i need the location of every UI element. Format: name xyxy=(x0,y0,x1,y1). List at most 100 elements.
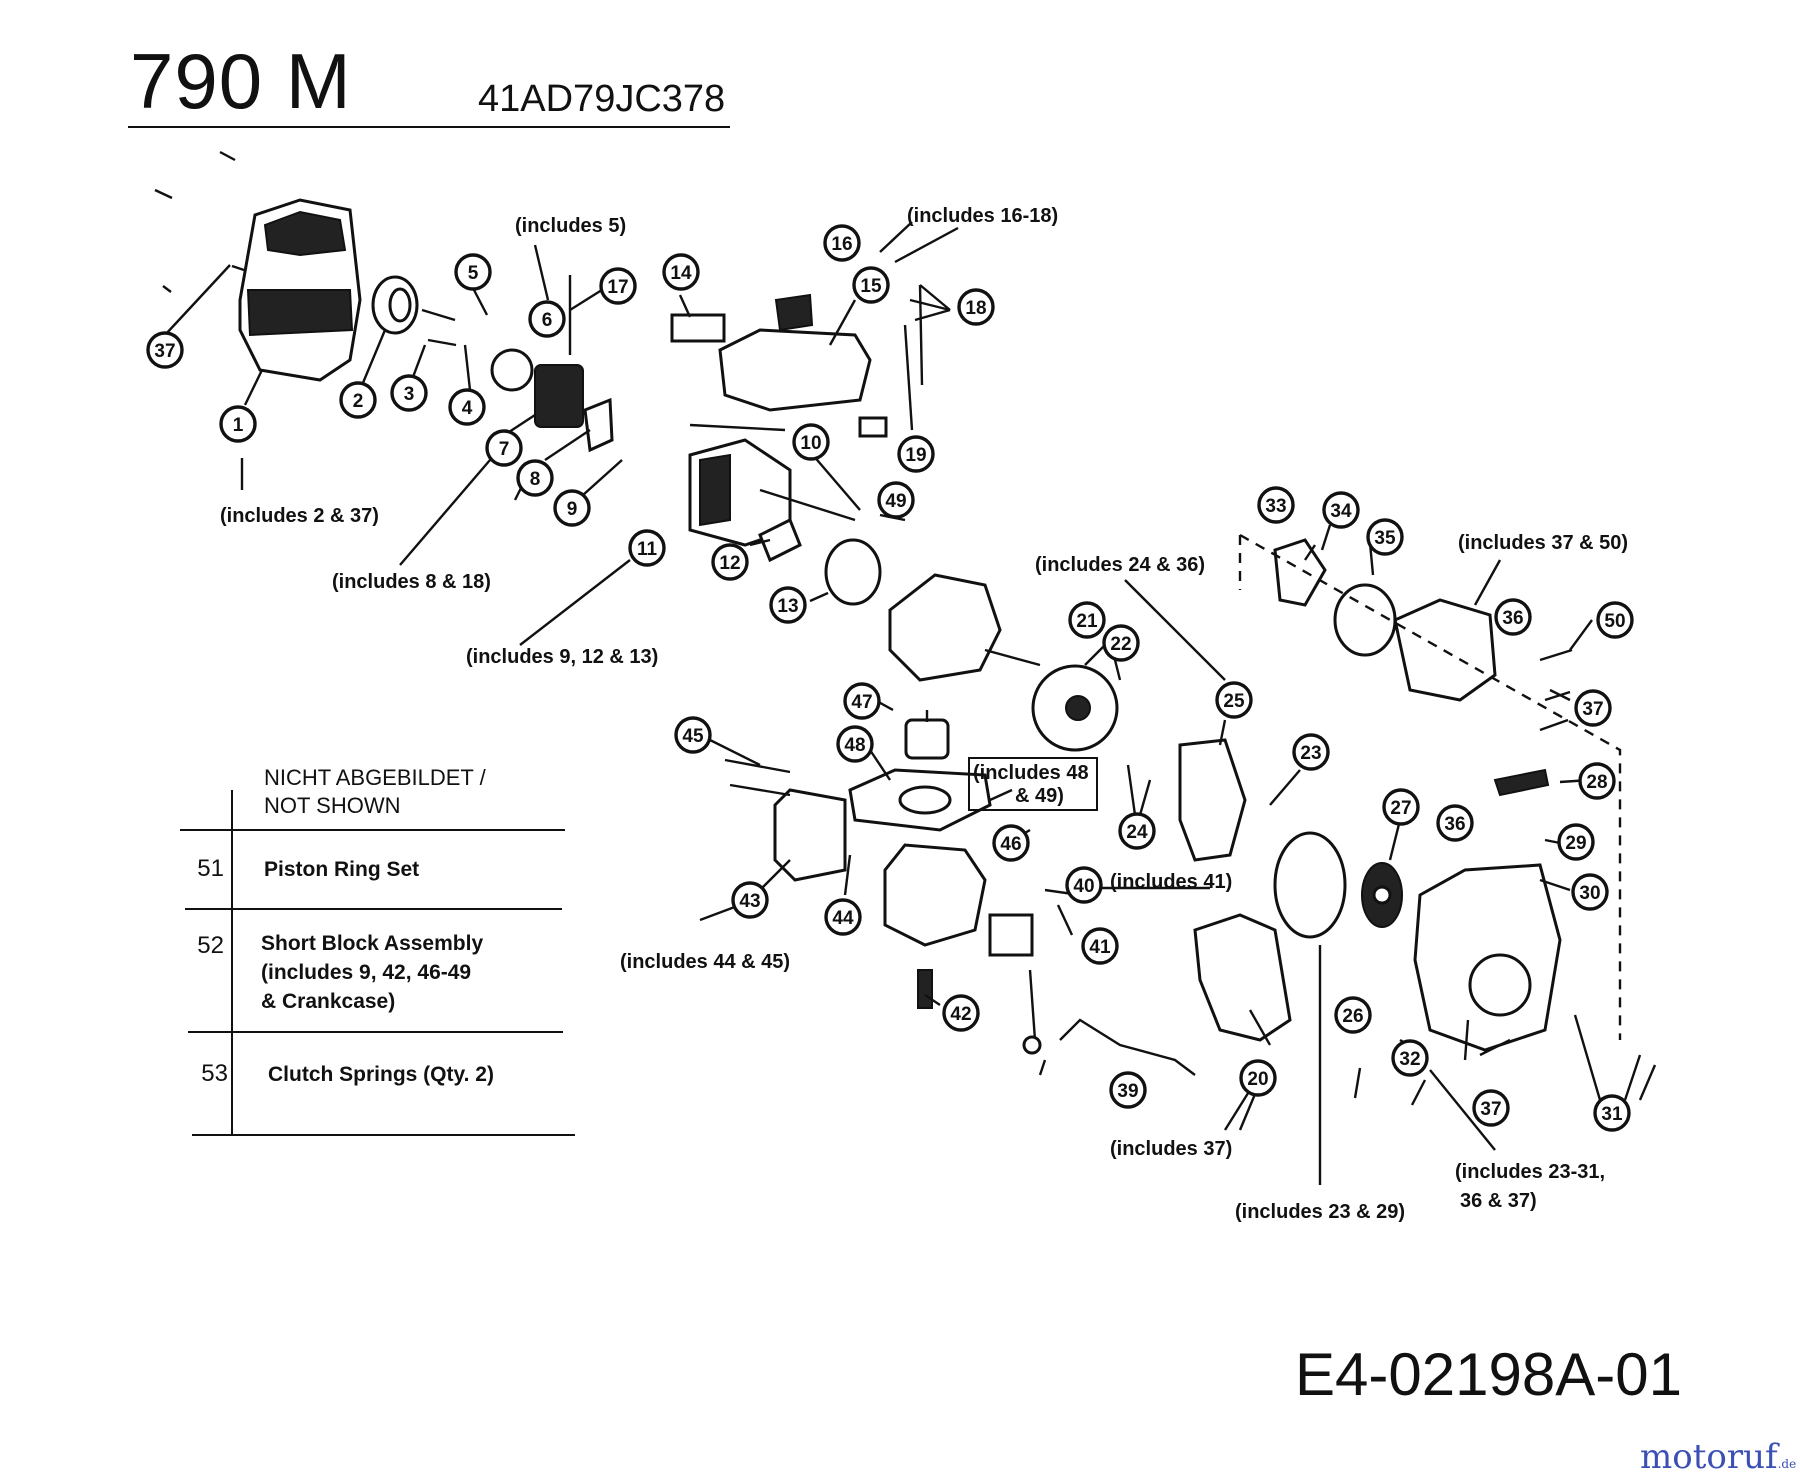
callout-1: 1 xyxy=(219,405,257,443)
callout-2: 2 xyxy=(339,381,377,419)
svg-text:8: 8 xyxy=(530,469,541,490)
svg-text:47: 47 xyxy=(851,692,872,713)
callout-12: 12 xyxy=(711,543,749,581)
note-includes-8-18: (includes 8 & 18) xyxy=(332,571,491,593)
note-includes-9-12-13: (includes 9, 12 & 13) xyxy=(466,646,658,668)
part-crankshaft xyxy=(984,648,1041,667)
not-shown-num-51: 51 xyxy=(197,855,224,882)
not-shown-desc-53-line1: Clutch Springs (Qty. 2) xyxy=(268,1063,494,1086)
model-name: 790 M xyxy=(130,37,352,125)
callout-42: 42 xyxy=(942,994,980,1032)
part-16-fuel-cap xyxy=(774,293,814,332)
callout-23: 23 xyxy=(1292,733,1330,771)
note-includes-36-37: 36 & 37) xyxy=(1460,1190,1537,1212)
part-6-gasket xyxy=(490,348,534,392)
part-11-housing-face xyxy=(699,453,731,527)
callout-48: 48 xyxy=(836,725,874,763)
svg-text:21: 21 xyxy=(1076,611,1098,632)
callout-25: 25 xyxy=(1215,681,1253,719)
screw-a xyxy=(154,188,173,200)
callout-50: 50 xyxy=(1596,601,1634,639)
note-includes-2-37: (includes 2 & 37) xyxy=(220,505,379,527)
part-48-bore xyxy=(898,785,952,815)
svg-text:3: 3 xyxy=(404,384,415,405)
part-21-hub xyxy=(1065,695,1091,721)
svg-text:22: 22 xyxy=(1110,634,1131,655)
part-40-wire xyxy=(1028,969,1037,1041)
callout-22: 22 xyxy=(1102,624,1140,662)
part-1-housing-top xyxy=(263,210,347,257)
part-19-grommet xyxy=(858,416,888,438)
not-shown-table-grid xyxy=(180,790,575,1136)
callout-32: 32 xyxy=(1391,1039,1429,1077)
note-includes-23-31: (includes 23-31, xyxy=(1455,1161,1605,1183)
svg-text:20: 20 xyxy=(1247,1069,1268,1090)
not-shown-heading-de: NICHT ABGEBILDET / xyxy=(264,765,486,790)
callout-14: 14 xyxy=(662,253,700,291)
part-35-drum xyxy=(1333,583,1397,657)
part-25-plate xyxy=(1178,738,1247,862)
svg-text:24: 24 xyxy=(1126,822,1148,843)
callout-6: 6 xyxy=(528,300,566,338)
note-includes-24-36: (includes 24 & 36) xyxy=(1035,554,1205,576)
svg-text:30: 30 xyxy=(1579,883,1600,904)
part-3-screw xyxy=(421,308,456,322)
part-40-ignition-module xyxy=(988,913,1034,957)
svg-text:17: 17 xyxy=(607,277,628,298)
callout-15: 15 xyxy=(852,266,890,304)
svg-text:12: 12 xyxy=(719,553,740,574)
note-includes-5: (includes 5) xyxy=(515,215,626,237)
svg-text:44: 44 xyxy=(832,908,854,929)
callout-7: 7 xyxy=(485,429,523,467)
svg-text:27: 27 xyxy=(1390,798,1411,819)
part-7-carburetor xyxy=(534,364,584,428)
callout-36: 36 xyxy=(1494,598,1532,636)
svg-text:6: 6 xyxy=(542,310,553,331)
screw-45a xyxy=(724,758,791,774)
callout-10: 10 xyxy=(792,423,830,461)
callout-9: 9 xyxy=(553,489,591,527)
not-shown-desc-51: Piston Ring Set xyxy=(264,855,419,884)
part-43-muffler xyxy=(773,788,847,882)
callout-39: 39 xyxy=(1109,1071,1147,1109)
includes-notes: (includes 2 & 37) (includes 5) (includes… xyxy=(220,205,1628,1223)
svg-text:19: 19 xyxy=(905,445,926,466)
svg-text:37: 37 xyxy=(1480,1099,1501,1120)
callout-29: 29 xyxy=(1557,823,1595,861)
svg-text:16: 16 xyxy=(831,234,852,255)
callout-16: 16 xyxy=(823,224,861,262)
callout-36b: 36 xyxy=(1436,804,1474,842)
screw-37a xyxy=(1544,690,1571,702)
callout-31: 31 xyxy=(1593,1094,1631,1132)
callout-41: 41 xyxy=(1081,927,1119,965)
callout-21: 21 xyxy=(1068,601,1106,639)
note-includes-44-45: (includes 44 & 45) xyxy=(620,951,790,973)
not-shown-desc-53: Clutch Springs (Qty. 2) xyxy=(268,1060,494,1089)
callout-44: 44 xyxy=(824,898,862,936)
part-10-rod xyxy=(759,488,856,522)
callout-37a: 37 xyxy=(146,331,184,369)
part-47-piston xyxy=(904,718,950,760)
screw-45b xyxy=(729,783,791,797)
callout-5: 5 xyxy=(454,253,492,291)
callout-33: 33 xyxy=(1257,486,1295,524)
svg-text:29: 29 xyxy=(1565,833,1586,854)
callout-18: 18 xyxy=(957,288,995,326)
part-40-terminal xyxy=(1022,1035,1042,1055)
svg-text:25: 25 xyxy=(1223,691,1245,712)
svg-text:5: 5 xyxy=(468,263,479,284)
svg-text:7: 7 xyxy=(499,439,510,460)
svg-text:39: 39 xyxy=(1117,1081,1138,1102)
not-shown-desc-52-line2: (includes 9, 42, 46-49 xyxy=(261,961,472,984)
part-2-seal-inner xyxy=(388,287,412,323)
callout-balloons: 1 2 3 4 5 6 7 8 9 10 11 12 13 14 15 16 1… xyxy=(146,224,1634,1132)
callout-27: 27 xyxy=(1382,788,1420,826)
svg-text:23: 23 xyxy=(1300,743,1321,764)
svg-text:37: 37 xyxy=(154,341,175,362)
svg-text:1: 1 xyxy=(233,415,244,436)
part-18-line-b xyxy=(918,284,924,386)
part-28-handle xyxy=(1493,768,1550,797)
callout-37b: 37 xyxy=(1574,689,1612,727)
note-includes-37-50: (includes 37 & 50) xyxy=(1458,532,1628,554)
